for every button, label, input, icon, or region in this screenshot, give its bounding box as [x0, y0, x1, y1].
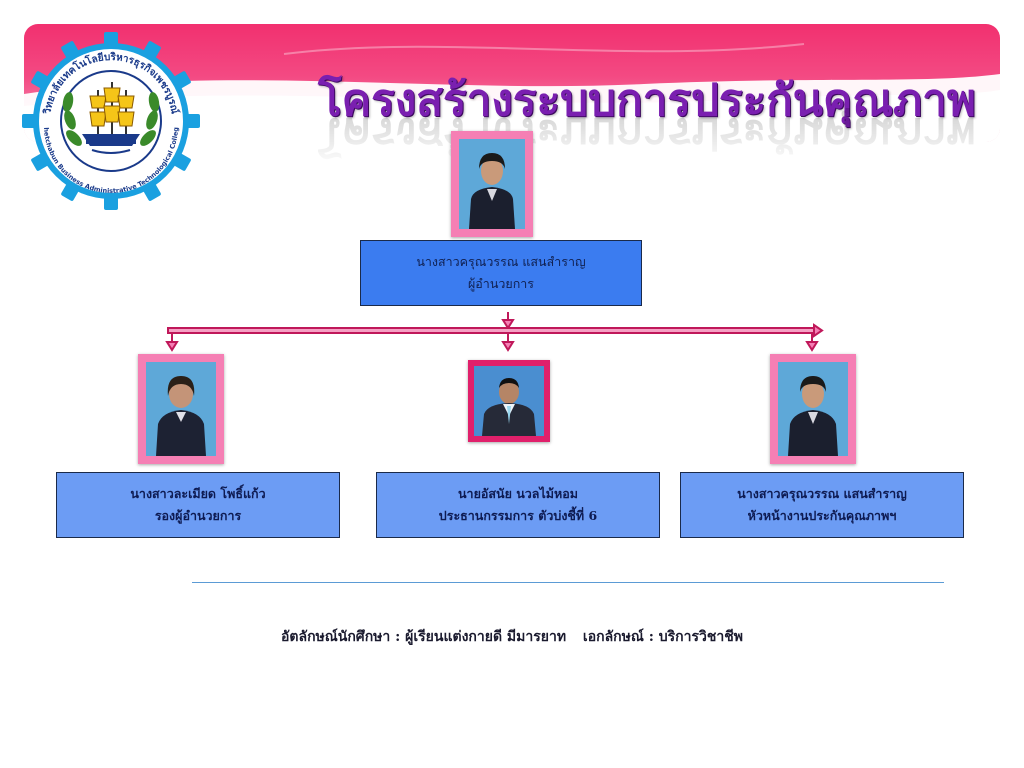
subordinate-role: หัวหน้างานประกันคุณภาพฯ: [747, 508, 897, 523]
page-title: โครงสร้างระบบการประกันคุณภาพ: [318, 75, 976, 126]
director-photo: [451, 131, 533, 237]
subordinate-photo-3: [770, 354, 856, 464]
footer-divider: [192, 582, 944, 583]
subordinate-name: นางสาวละเมียด โพธิ์แก้ว: [130, 486, 266, 501]
subordinate-box-2: นายอัสนัย นวลไม้หอม ประธานกรรมการ ตัวบ่ง…: [376, 472, 660, 538]
college-logo: วิทยาลัยเทคโนโลยีบริหารธุรกิจเพชรบูรณ์ P…: [18, 24, 202, 212]
ship-emblem-icon: [82, 82, 140, 154]
subordinate-photo-1: [138, 354, 224, 464]
header-banner: [24, 24, 1000, 142]
subordinate-box-3: นางสาวครุณวรรณ แสนสำราญ หัวหน้างานประกัน…: [680, 472, 964, 538]
subordinate-photo-2: [468, 360, 550, 442]
subordinate-box-1: นางสาวละเมียด โพธิ์แก้ว รองผู้อำนวยการ: [56, 472, 340, 538]
subordinate-name: นายอัสนัย นวลไม้หอม: [458, 486, 578, 501]
college-uniqueness: เอกลักษณ์ : บริการวิชาชีพ: [582, 629, 743, 645]
student-identity: อัตลักษณ์นักศึกษา : ผู้เรียนแต่งกายดี มี…: [280, 629, 567, 645]
director-role: ผู้อำนวยการ: [467, 276, 535, 291]
banner-swoosh: [24, 43, 1000, 142]
subordinate-role: ประธานกรรมการ ตัวบ่งชี้ที่ 6: [438, 508, 598, 523]
subordinate-name: นางสาวครุณวรรณ แสนสำราญ: [737, 486, 907, 501]
college-motto: อัตลักษณ์นักศึกษา : ผู้เรียนแต่งกายดี มี…: [0, 626, 1024, 648]
director-name: นางสาวครุณวรรณ แสนสำราญ: [416, 254, 586, 269]
subordinate-role: รองผู้อำนวยการ: [154, 508, 242, 523]
director-box: นางสาวครุณวรรณ แสนสำราญ ผู้อำนวยการ: [360, 240, 642, 306]
